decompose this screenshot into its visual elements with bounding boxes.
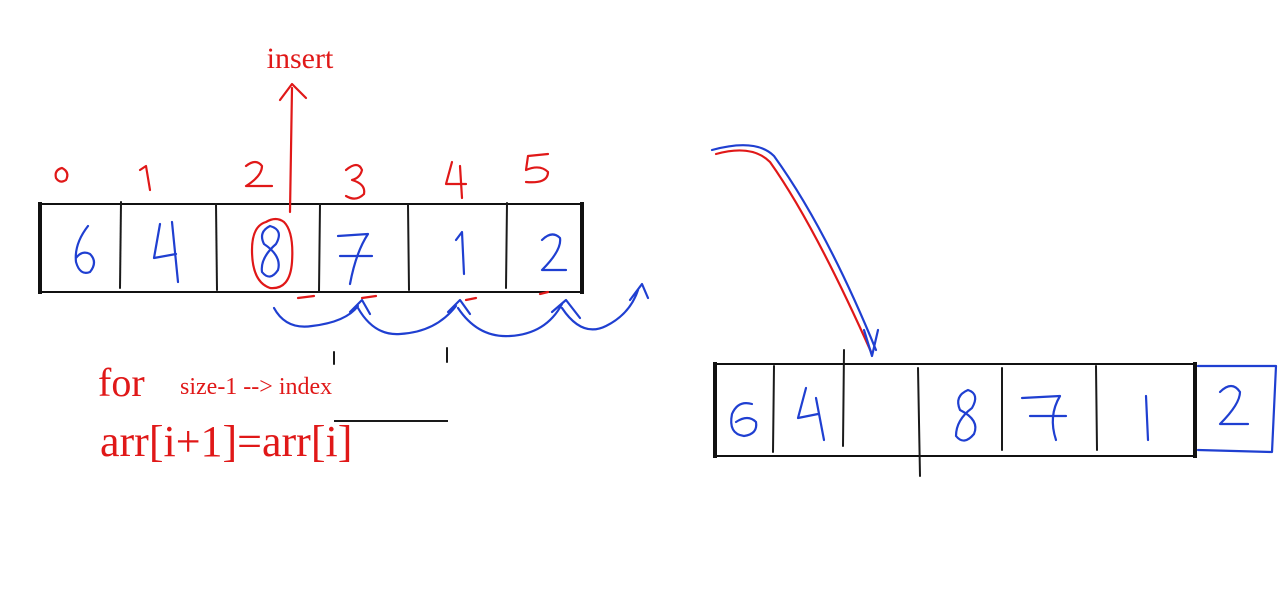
array-after (713, 349, 1278, 477)
after-value-1-glyph (1144, 394, 1150, 442)
transition-arrow-blue (710, 144, 878, 352)
array-after-divider (917, 367, 921, 477)
index-1-glyph (138, 164, 152, 192)
array-before-divider (407, 204, 410, 291)
array-before-divider (215, 203, 218, 291)
shift-tick (464, 296, 478, 302)
loop-range: size-1 --> index (180, 374, 332, 400)
value-6-glyph (74, 224, 96, 274)
shift-arc (356, 304, 458, 336)
array-before-divider (119, 201, 122, 289)
assignment-line: arr[i+1]=arr[i] (100, 417, 352, 466)
value-8-glyph (260, 224, 281, 278)
array-after-values (730, 384, 1250, 442)
shift-arc-head (446, 298, 472, 316)
shift-arc (560, 288, 640, 331)
shift-tick (360, 294, 378, 300)
value-7-glyph (336, 232, 374, 286)
shift-arc-head (550, 298, 582, 320)
array-after-divider (772, 365, 775, 453)
boxed-last-cell (1196, 364, 1278, 454)
insert-arrow (278, 82, 308, 214)
transition-arrow-head (862, 328, 880, 358)
array-after-frame (714, 363, 1196, 457)
array-before-indices (54, 152, 550, 200)
index-5-glyph (524, 152, 550, 184)
shift-tick (538, 290, 550, 296)
value-2-glyph (540, 233, 568, 272)
transition-arrow-red (714, 149, 874, 356)
insert-label: insert (267, 42, 334, 75)
array-after-divider (842, 349, 845, 447)
array-before-divider (318, 203, 321, 293)
array-before (38, 201, 584, 294)
after-value-4-glyph (796, 386, 826, 442)
shift-arc-head (628, 282, 650, 302)
shift-arcs (272, 282, 650, 338)
after-value-2-glyph (1218, 384, 1250, 426)
index-3-glyph (344, 163, 366, 200)
value-4-glyph (152, 220, 180, 284)
array-before-values (74, 217, 568, 290)
array-before-divider (505, 202, 508, 289)
insert-arrow-shaft (288, 86, 294, 214)
insert-circle (250, 217, 294, 290)
shift-arc (272, 304, 360, 328)
insert-arrow-head (278, 82, 308, 102)
array-after-divider (1095, 365, 1098, 451)
transition-arrow (710, 144, 880, 358)
index-0-glyph (54, 166, 69, 183)
after-value-6-glyph (730, 402, 758, 438)
shift-tick (296, 294, 316, 300)
index-4-glyph (444, 160, 468, 200)
after-value-7-glyph (1020, 394, 1068, 442)
index-2-glyph (244, 160, 274, 188)
shift-arc (456, 302, 564, 338)
value-1-glyph (454, 230, 466, 276)
after-value-8-glyph (954, 388, 977, 442)
for-keyword: for (98, 360, 145, 405)
shift-arc-head (348, 298, 372, 316)
